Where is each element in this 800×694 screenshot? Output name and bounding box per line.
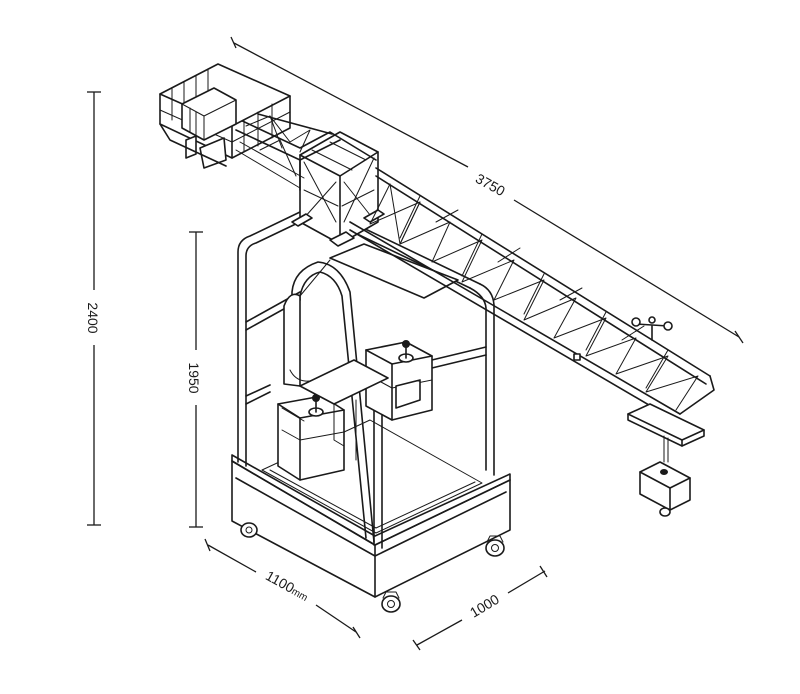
base-length-unit: mm [289, 586, 309, 604]
boom-length-label: 3750 [473, 170, 508, 199]
cabin-frame [237, 211, 495, 549]
dimension-base-width: 1000 [412, 565, 548, 651]
anemometer [631, 316, 673, 341]
dimension-total-height: 2400 [85, 91, 101, 526]
cabin-height-label: 1950 [186, 362, 202, 393]
caster-wheel-right [485, 535, 505, 557]
base-width-label: 1000 [467, 591, 502, 621]
caster-wheel-left [240, 522, 258, 538]
hook-block [639, 461, 691, 517]
hoist-cable [663, 435, 669, 463]
joystick-left [308, 394, 324, 417]
operator-seat [299, 359, 389, 461]
mast-tower [291, 131, 385, 247]
base-length-label: 1100mm [263, 567, 312, 604]
dimension-cabin-height: 1950 [186, 231, 203, 528]
boom-jib [349, 167, 715, 423]
total-height-label: 2400 [85, 302, 101, 333]
dimension-base-length: 1100mm [204, 538, 361, 639]
control-box-left [277, 395, 345, 481]
trolley [627, 403, 705, 447]
chassis-base [231, 419, 511, 598]
joystick-right [398, 340, 414, 363]
counterweight-basket [159, 63, 291, 169]
caster-wheel-front [381, 591, 401, 613]
